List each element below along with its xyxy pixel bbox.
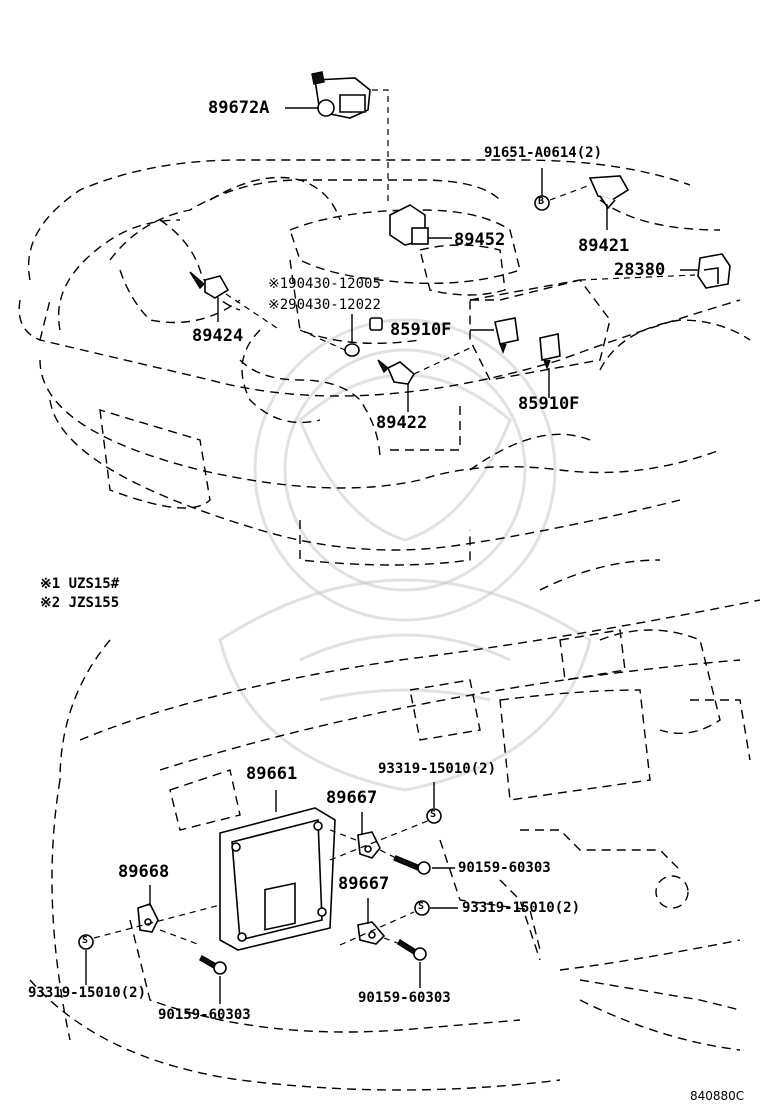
part-89452-icon[interactable]: [389, 204, 429, 246]
mount-line-screw-a: [379, 849, 397, 859]
nut-s-mid-symbol: [414, 900, 430, 916]
part-89668-bracket-icon[interactable]: [137, 903, 159, 933]
label-190430[interactable]: ※190430-12005: [268, 276, 381, 292]
part-89672A-icon[interactable]: [311, 71, 371, 119]
label-93319-left[interactable]: 93319-15010(2): [28, 985, 147, 1001]
label-90159-b[interactable]: 90159-60303: [158, 1007, 251, 1023]
part-85910F-a-icon[interactable]: [494, 317, 519, 354]
label-89661[interactable]: 89661: [246, 764, 298, 784]
part-85910F-b-icon[interactable]: [539, 333, 561, 370]
part-plug-icon[interactable]: [344, 317, 383, 357]
mount-line-top: [329, 819, 431, 861]
part-28380-icon[interactable]: [697, 253, 731, 289]
mount-line-bracket: [329, 829, 357, 841]
part-89422-icon[interactable]: [377, 359, 416, 385]
car-body-outline: [18, 159, 751, 566]
label-89668[interactable]: 89668: [118, 862, 170, 882]
label-290430[interactable]: ※290430-12022: [268, 297, 381, 313]
part-89667-b-bracket-icon[interactable]: [357, 921, 386, 945]
part-89667-a-bracket-icon[interactable]: [357, 831, 381, 859]
leader-plug-line: [299, 329, 346, 351]
note-jzs155: ※2 JZS155: [40, 595, 120, 611]
screw-90159-a-icon[interactable]: [393, 855, 431, 875]
label-91651[interactable]: 91651-A0614(2): [484, 145, 603, 161]
label-89422[interactable]: 89422: [376, 413, 428, 433]
label-93319-top[interactable]: 93319-15010(2): [378, 761, 497, 777]
nut-s-top-symbol: [426, 808, 442, 824]
label-28380[interactable]: 28380: [614, 260, 666, 280]
bolt-b-symbol: [534, 195, 550, 211]
bolt-b-letter: B: [538, 196, 545, 207]
leader-28380-line: [579, 274, 696, 281]
label-89667-b[interactable]: 89667: [338, 874, 390, 894]
figure-code: 840880C: [690, 1089, 745, 1103]
label-89424[interactable]: 89424: [192, 326, 244, 346]
mount-line-mid: [339, 911, 415, 946]
label-90159-a[interactable]: 90159-60303: [458, 860, 551, 876]
label-89672A[interactable]: 89672A: [208, 98, 270, 118]
note-uzs15: ※1 UZS15#: [40, 576, 120, 592]
label-85910F-b[interactable]: 85910F: [518, 394, 580, 414]
label-93319-mid[interactable]: 93319-15010(2): [462, 900, 581, 916]
label-90159-c[interactable]: 90159-60303: [358, 990, 451, 1006]
label-89421[interactable]: 89421: [578, 236, 630, 256]
mount-line-screw-c: [383, 937, 401, 945]
part-89661-ecu-icon[interactable]: [219, 807, 336, 951]
screw-90159-b-icon[interactable]: [199, 955, 227, 975]
nut-s-left-symbol: [78, 934, 94, 950]
label-89452[interactable]: 89452: [454, 230, 506, 250]
screw-90159-c-icon[interactable]: [397, 938, 427, 961]
leader-89421-bolt: [549, 184, 591, 201]
label-89667-a[interactable]: 89667: [326, 788, 378, 808]
leader-89672A: [372, 89, 389, 205]
nut-s-top-letter: S: [430, 809, 437, 820]
watermark-emblem: [218, 318, 592, 792]
part-89424-icon[interactable]: [189, 271, 230, 299]
part-89421-icon[interactable]: [588, 175, 630, 210]
nut-s-mid-letter: S: [418, 901, 425, 912]
nut-s-left-letter: S: [82, 935, 89, 946]
mount-line-screw: [159, 929, 201, 946]
label-85910F-a[interactable]: 85910F: [390, 320, 452, 340]
dashboard-outline: [29, 559, 760, 1091]
